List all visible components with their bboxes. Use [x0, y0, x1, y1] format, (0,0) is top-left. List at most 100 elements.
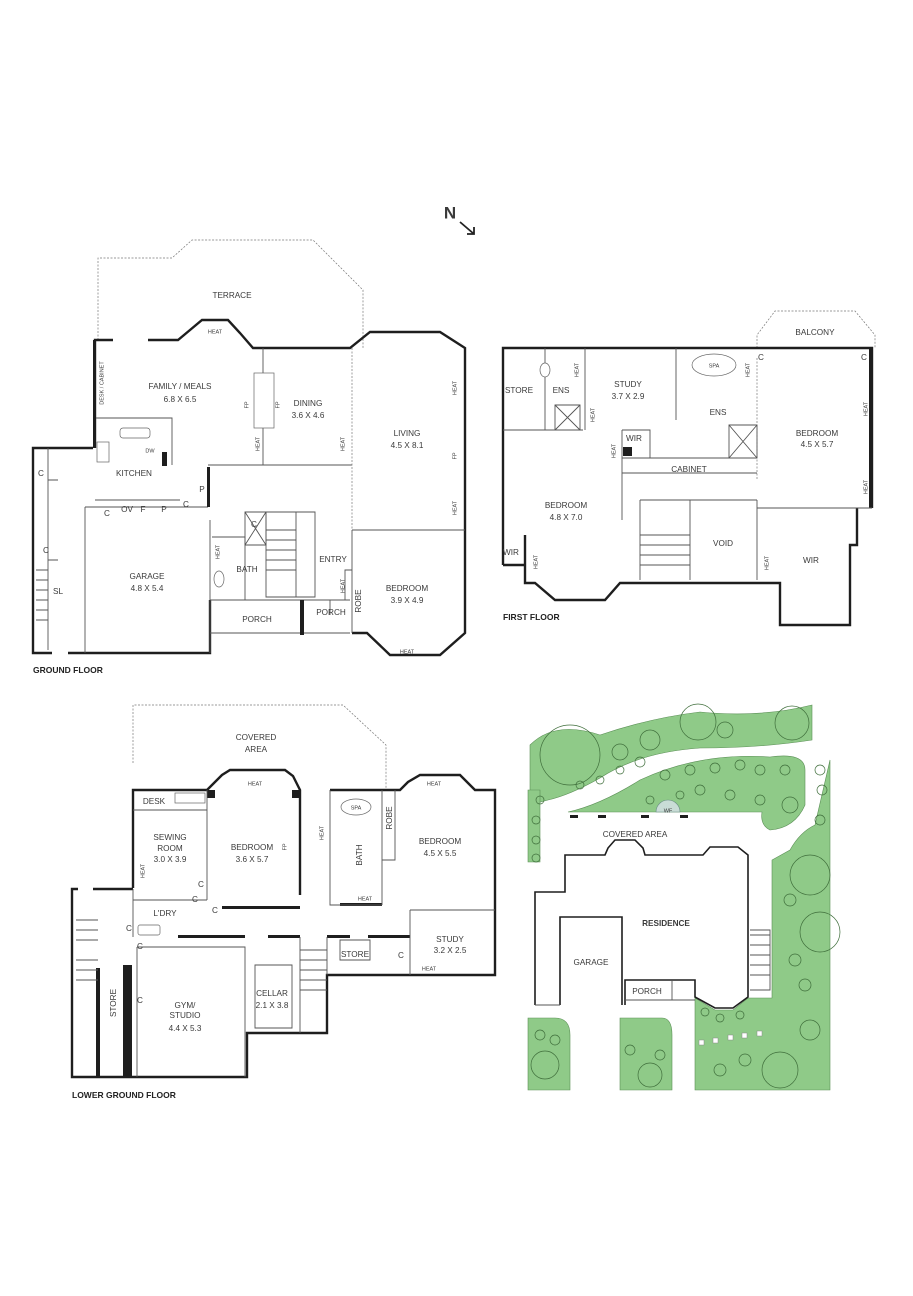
site-plan-label: PORCH	[632, 987, 662, 996]
ground-floor-label: HEAT	[255, 436, 261, 451]
first-floor-label: BALCONY	[795, 328, 835, 337]
ground-floor-label: C	[43, 546, 49, 555]
tree-icon	[530, 1050, 560, 1080]
tree-icon	[716, 721, 734, 739]
lower-ground-floor-label: C	[137, 942, 143, 951]
ground-floor-label: FP	[244, 401, 250, 408]
ground-floor-label: 6.8 X 6.5	[164, 395, 197, 404]
first-floor-label: HEAT	[590, 407, 596, 422]
lower-ground-floor-label: HEAT	[248, 781, 263, 787]
tree-icon	[754, 794, 766, 806]
tree-icon	[816, 784, 828, 796]
ground-floor-label: F	[140, 505, 145, 514]
ground-floor-label: BEDROOM	[386, 584, 428, 593]
first-floor-label: C	[861, 353, 867, 362]
first-floor-label: STUDY	[614, 380, 642, 389]
ground-floor-label: KITCHEN	[116, 469, 152, 478]
lower-ground-floor-label: STORE	[341, 950, 370, 959]
lower-ground-floor-label: SEWING	[153, 833, 186, 842]
ground-floor-label: ENTRY	[319, 555, 347, 564]
ground-floor-label: 3.6 X 4.6	[292, 411, 325, 420]
ground-floor-label: DESK / CABINET	[99, 361, 105, 405]
lower-ground-floor-label: GYM/	[175, 1001, 197, 1010]
first-floor-label: 4.5 X 5.7	[801, 440, 834, 449]
ground-floor-label: HEAT	[340, 578, 346, 593]
first-floor-label: BEDROOM	[796, 429, 838, 438]
tree-icon	[639, 729, 661, 751]
tree-icon	[615, 765, 625, 775]
ground-floor-label: TERRACE	[212, 291, 252, 300]
ground-floor-label: HEAT	[452, 500, 458, 515]
tree-icon	[788, 953, 802, 967]
lower-ground-floor-label: C	[137, 996, 143, 1005]
first-floor-label: STORE	[505, 386, 534, 395]
ground-floor-title: GROUND FLOOR	[33, 665, 103, 675]
lower-ground-floor-label: C	[398, 951, 404, 960]
lower-ground-floor-label: BEDROOM	[419, 837, 461, 846]
ground-floor-label: HEAT	[452, 380, 458, 395]
tree-icon	[700, 1007, 710, 1017]
tree-icon	[694, 784, 706, 796]
first-floor-label: HEAT	[764, 555, 770, 570]
lower-ground-floor-label: HEAT	[422, 966, 437, 972]
lower-ground-floor-label: C	[198, 880, 204, 889]
first-floor-label: WIR	[803, 556, 819, 565]
tree-icon	[779, 764, 791, 776]
first-floor-label: HEAT	[533, 554, 539, 569]
tree-icon	[798, 978, 812, 992]
ground-floor-label: SL	[53, 587, 63, 596]
tree-icon	[774, 705, 810, 741]
ground-floor-label: C	[104, 509, 110, 518]
ground-floor-label: ROBE	[354, 589, 363, 613]
ground-floor-label: C	[183, 500, 189, 509]
ground-floor-label: P	[199, 485, 205, 494]
tree-icon	[645, 795, 655, 805]
ground-floor-label: BATH	[236, 565, 257, 574]
lower-ground-floor-label: 4.5 X 5.5	[424, 849, 457, 858]
first-floor-label: WIR	[626, 434, 642, 443]
first-floor-title: FIRST FLOOR	[503, 612, 560, 622]
lower-ground-floor-label: SPA	[351, 805, 362, 811]
tree-icon	[734, 759, 746, 771]
trees	[530, 703, 841, 1089]
ground-floor-label: FP	[452, 452, 458, 459]
tree-icon	[799, 911, 841, 953]
tree-icon	[814, 814, 826, 826]
ground-floor-label: FP	[275, 401, 281, 408]
first-floor-label: BEDROOM	[545, 501, 587, 510]
tree-icon	[761, 1051, 799, 1089]
lower-ground-floor-label: AREA	[245, 745, 268, 754]
tree-icon	[684, 764, 696, 776]
lower-ground-floor-label: FP	[282, 843, 288, 850]
ground-floor-label: DINING	[294, 399, 323, 408]
tree-icon	[549, 1034, 561, 1046]
first-floor-label: HEAT	[863, 401, 869, 416]
lower-ground-floor-plan	[70, 704, 497, 1079]
first-floor-label: WIR	[503, 548, 519, 557]
tree-icon	[679, 703, 717, 741]
tree-icon	[675, 790, 685, 800]
first-floor-label: ENS	[710, 408, 727, 417]
north-label: N	[444, 203, 456, 222]
lower-ground-floor-label: BATH	[355, 844, 364, 865]
lower-ground-floor-label: ROBE	[385, 806, 394, 830]
first-floor-label: VOID	[713, 539, 733, 548]
ground-floor-label: HEAT	[208, 329, 223, 335]
tree-icon	[738, 1053, 752, 1067]
tree-icon	[634, 756, 646, 768]
lower-ground-floor-label: 2.1 X 3.8	[256, 1001, 289, 1010]
site-plan	[527, 703, 841, 1091]
ground-floor-label: PORCH	[316, 608, 346, 617]
lower-ground-floor-title: LOWER GROUND FLOOR	[72, 1090, 176, 1100]
tree-icon	[534, 1029, 546, 1041]
lower-ground-floor-label: C	[212, 906, 218, 915]
site-plan-label: COVERED AREA	[603, 830, 668, 839]
site-plan-label: WF	[664, 808, 673, 814]
lower-ground-floor-label: HEAT	[427, 781, 442, 787]
tree-icon	[709, 762, 721, 774]
lower-ground-floor-label: STUDIO	[170, 1011, 201, 1020]
tree-icon	[783, 893, 797, 907]
ground-floor-label: 4.8 X 5.4	[131, 584, 164, 593]
tree-icon	[724, 789, 736, 801]
